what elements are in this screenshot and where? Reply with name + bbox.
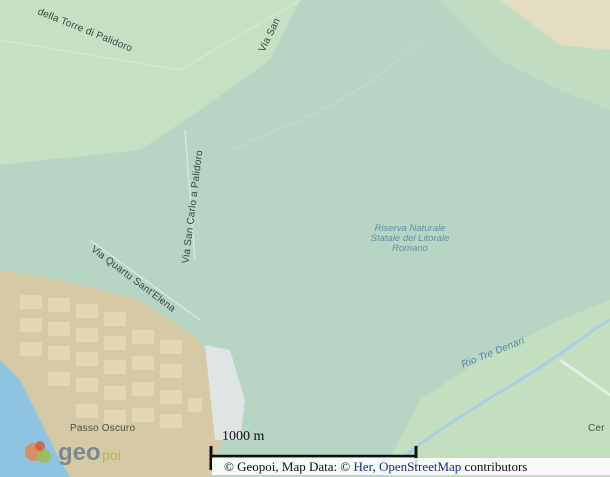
attribution-suffix: contributors	[461, 459, 528, 474]
track-top	[0, 0, 301, 72]
place-label-passo-oscuro: Passo Oscuro	[70, 423, 136, 434]
reserve-label-line-1: Riserva Naturale	[374, 223, 446, 234]
farmland-top-left	[0, 0, 300, 165]
geopoi-logo-graphic: geo poi	[25, 439, 121, 466]
pale-strip	[205, 345, 245, 440]
track-san-carlo	[184, 129, 196, 261]
track-inner	[229, 39, 421, 151]
beige-area	[500, 0, 610, 50]
logo-suffix: poi	[102, 447, 121, 463]
attribution-link-osm[interactable]: OpenStreetMap	[378, 459, 462, 474]
reserve-label-line-2: Statale del Litorale	[370, 233, 450, 244]
attribution-link-here[interactable]: Her	[353, 459, 373, 474]
map-attribution: © Geopoi, Map Data: © Her, OpenStreetMap…	[212, 458, 610, 475]
geopoi-logo: geo poi	[18, 430, 158, 470]
reserve-label-line-3: Romano	[392, 243, 428, 254]
place-label-cer: Cer	[588, 423, 605, 434]
logo-text: geo	[58, 439, 101, 466]
track-quartu	[89, 239, 201, 321]
track-right	[559, 358, 610, 397]
reserve-label: Riserva Naturale Statale del Litorale Ro…	[360, 224, 460, 254]
scale-label: 1000 m	[222, 429, 265, 444]
attribution-separator: ,	[372, 459, 379, 474]
sea	[0, 360, 70, 477]
urban-blocks	[20, 295, 202, 428]
attribution-prefix: © Geopoi, Map Data: ©	[224, 459, 354, 474]
